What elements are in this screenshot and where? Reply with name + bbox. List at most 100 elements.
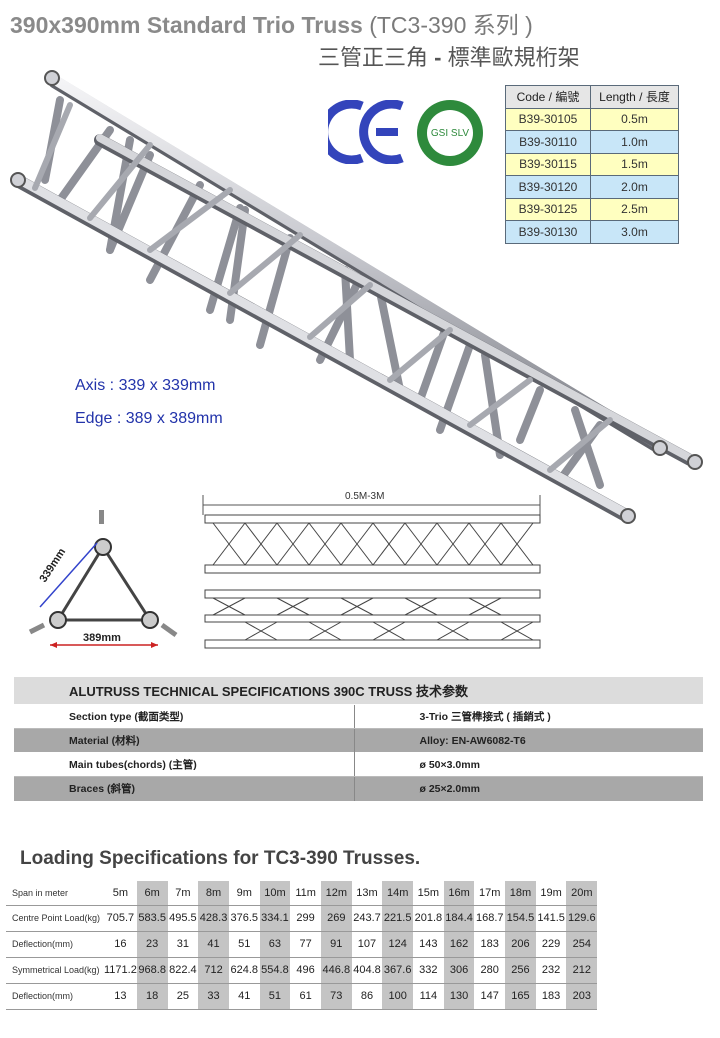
load-cell: 168.7 [474, 905, 506, 932]
load-cell: 201.8 [413, 905, 444, 932]
load-cell: 61 [290, 983, 321, 1010]
load-cell: 124 [382, 931, 414, 958]
load-cell: 299 [290, 905, 321, 932]
load-cell: 1171.2 [104, 957, 137, 984]
table-row: Braces (斜管) ø 25×2.0mm [14, 776, 703, 801]
load-cell: 130 [443, 983, 475, 1010]
load-cell: 19m [535, 881, 567, 906]
load-cell: 183 [474, 931, 506, 958]
load-cell: 165 [505, 983, 536, 1010]
load-cell: 129.6 [566, 905, 598, 932]
load-cell: 256 [505, 957, 536, 984]
load-cell: 114 [413, 983, 444, 1010]
load-cell: 143 [413, 931, 444, 958]
load-cell: 147 [474, 983, 506, 1010]
load-cell: 86 [351, 983, 383, 1010]
load-cell: 31 [167, 931, 199, 958]
load-cell: 17m [474, 881, 506, 906]
load-cell: 404.8 [351, 957, 383, 984]
length-cell: 1.0m [590, 130, 679, 154]
triangle-side-label: 339mm [37, 546, 68, 585]
load-cell: 184.4 [443, 905, 475, 932]
load-cell: 162 [443, 931, 475, 958]
subtitle-separator: - [434, 45, 442, 70]
load-cell: 183 [535, 983, 567, 1010]
load-cell: 15m [413, 881, 444, 906]
load-cell: 18m [505, 881, 536, 906]
load-cell: 376.5 [228, 905, 260, 932]
page-title: 390x390mm Standard Trio Truss (TC3-390 系… [10, 6, 533, 40]
technical-spec-table: ALUTRUSS TECHNICAL SPECIFICATIONS 390C T… [14, 676, 703, 801]
code-cell: B39-30120 [505, 175, 591, 199]
load-cell: 5m [104, 881, 137, 906]
load-cell: 968.8 [136, 957, 168, 984]
load-cell: 51 [228, 931, 260, 958]
load-cell: 6m [136, 881, 168, 906]
span-label: 0.5M-3M [345, 491, 384, 502]
subtitle-zh: 三管正三角 [318, 45, 429, 70]
length-cell: 2.0m [590, 175, 679, 199]
load-cell: 554.8 [259, 957, 291, 984]
load-cell: 712 [198, 957, 229, 984]
length-cell: 2.5m [590, 197, 679, 221]
code-cell: B39-30125 [505, 197, 591, 221]
row-label: Deflection(mm) [6, 931, 104, 958]
load-cell: 212 [566, 957, 598, 984]
row-label: Centre Point Load(kg) [6, 905, 104, 932]
load-cell: 583.5 [136, 905, 168, 932]
load-cell: 91 [320, 931, 352, 958]
load-cell: 18 [136, 983, 168, 1010]
load-cell: 41 [198, 931, 229, 958]
load-cell: 13m [351, 881, 383, 906]
load-cell: 221.5 [382, 905, 414, 932]
load-cell: 232 [535, 957, 567, 984]
code-header: Code / 編號 [505, 85, 591, 109]
load-cell: 206 [505, 931, 536, 958]
load-cell: 77 [290, 931, 321, 958]
code-cell: B39-30110 [505, 130, 591, 154]
load-cell: 705.7 [104, 905, 137, 932]
length-cell: 3.0m [590, 220, 679, 244]
side-view-drawings: 0.5M-3M [202, 491, 541, 649]
load-cell: 12m [320, 881, 352, 906]
truss-illustration [10, 70, 703, 524]
load-cell: 20m [566, 881, 598, 906]
loading-title: Loading Specifications for TC3-390 Truss… [20, 848, 421, 869]
spec-value: ø 50×3.0mm [353, 752, 703, 777]
load-cell: 428.3 [198, 905, 229, 932]
spec-label: Braces (斜管) [14, 776, 354, 801]
row-label: Deflection(mm) [6, 983, 104, 1010]
load-cell: 16m [443, 881, 475, 906]
edge-dimension: Edge : 389 x 389mm [75, 410, 223, 427]
spec-value: Alloy: EN-AW6082-T6 [353, 728, 703, 753]
spec-label: Material (材料) [14, 728, 354, 753]
row-label: Span in meter [6, 881, 104, 906]
length-cell: 0.5m [590, 107, 679, 131]
load-cell: 13 [104, 983, 137, 1010]
load-cell: 624.8 [228, 957, 260, 984]
table-row: Main tubes(chords) (主管) ø 50×3.0mm [14, 752, 703, 777]
load-cell: 269 [320, 905, 352, 932]
page-subtitle: 三管正三角 - 標準歐規桁架 [318, 40, 580, 72]
load-cell: 446.8 [320, 957, 352, 984]
code-cell: B39-30115 [505, 152, 591, 176]
load-cell: 495.5 [167, 905, 199, 932]
load-cell: 9m [228, 881, 260, 906]
load-cell: 11m [290, 881, 321, 906]
load-cell: 51 [259, 983, 291, 1010]
load-cell: 8m [198, 881, 229, 906]
load-cell: 229 [535, 931, 567, 958]
